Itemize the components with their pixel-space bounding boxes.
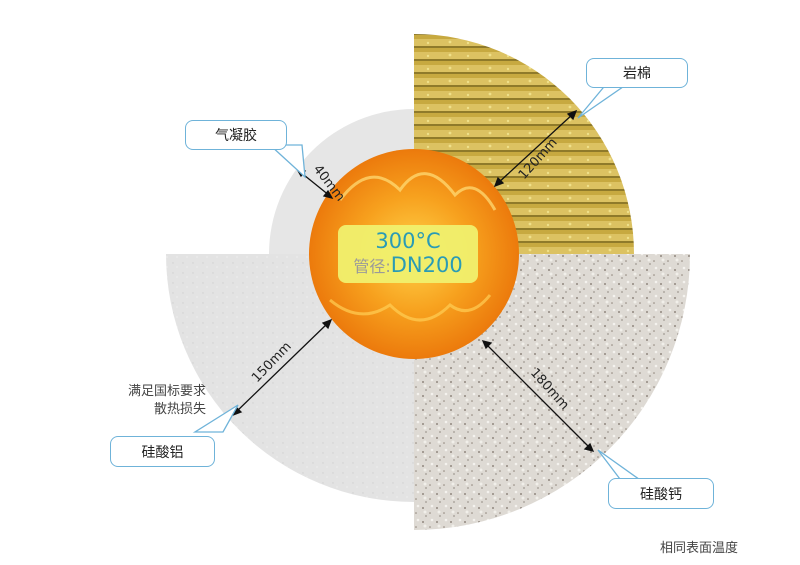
note-line-2: 散热损失 [153, 402, 206, 417]
label-rockwool: 岩棉 [623, 66, 651, 82]
pipe-spec-box: 300°C 管径:DN200 [338, 225, 478, 283]
label-calsil: 硅酸钙 [640, 486, 682, 503]
callout-rockwool: 岩棉 [586, 58, 688, 88]
label-aerogel: 气凝胶 [215, 128, 257, 144]
pipe-size-value: DN200 [390, 253, 463, 277]
label-alusil: 硅酸铝 [141, 444, 184, 461]
standard-note: 满足国标要求 散热损失 [96, 383, 206, 419]
footer-caption: 相同表面温度 [660, 541, 739, 556]
pipe-temperature: 300°C [375, 229, 441, 253]
callout-calsil: 硅酸钙 [608, 478, 714, 509]
note-line-1: 满足国标要求 [127, 384, 206, 399]
callout-alusil: 硅酸铝 [110, 436, 215, 467]
pipe-size-row: 管径:DN200 [353, 253, 462, 279]
callout-aerogel: 气凝胶 [185, 120, 287, 150]
pipe-size-label: 管径: [353, 257, 391, 276]
